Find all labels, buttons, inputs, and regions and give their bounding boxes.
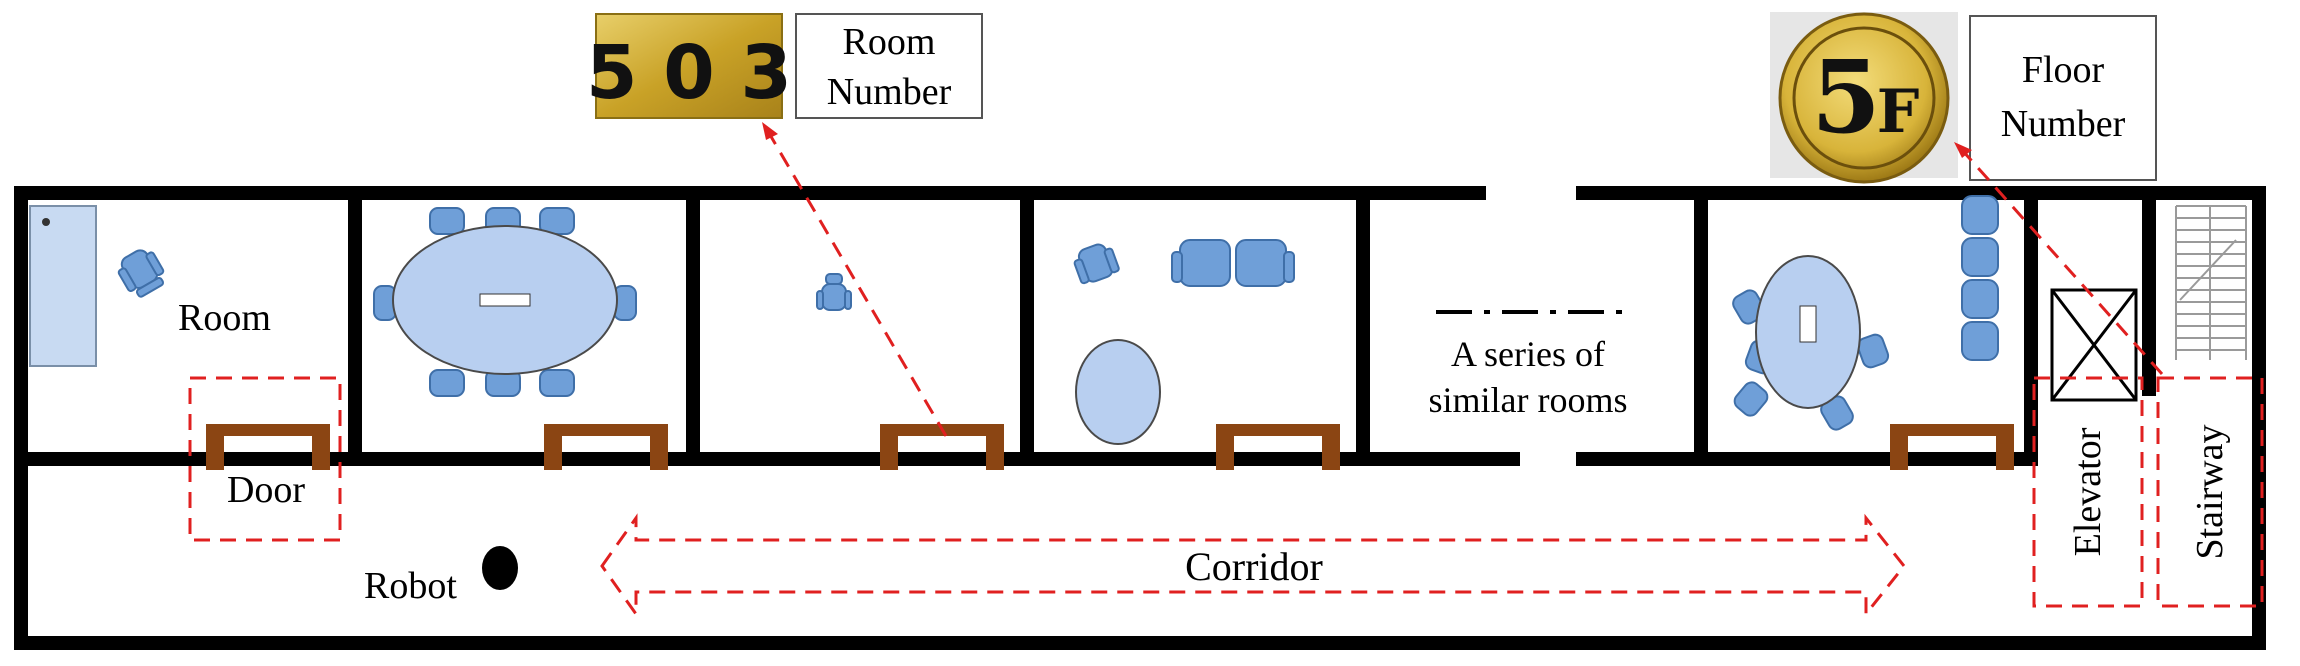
door-label: Door xyxy=(227,469,305,511)
room-label: Room xyxy=(178,297,271,339)
chair-icon xyxy=(117,249,165,298)
floor-number-label-2: Number xyxy=(2001,103,2126,145)
elevator-shaft xyxy=(2050,288,2138,402)
room-number-label-2: Number xyxy=(827,71,952,113)
door-4 xyxy=(1216,424,1340,470)
robot-icon xyxy=(482,546,518,590)
elevator-label: Elevator xyxy=(2067,427,2109,556)
doors xyxy=(206,424,2014,470)
series-of-rooms: A series of similar rooms xyxy=(1429,310,1628,420)
stairway-label: Stairway xyxy=(2189,424,2231,559)
floor-number-callout xyxy=(1969,15,2157,181)
round-table xyxy=(1075,339,1161,445)
room-number-callout xyxy=(795,13,983,119)
door-1 xyxy=(206,424,330,470)
stairway-highlight-box xyxy=(2156,376,2264,608)
floor-plate-digit: 5 xyxy=(1811,38,1881,156)
robot: Robot xyxy=(364,546,518,607)
room-4 xyxy=(1073,239,1295,445)
stairway xyxy=(2175,205,2247,360)
chair-icon xyxy=(1073,243,1120,285)
sofa xyxy=(1171,239,1295,287)
room-2 xyxy=(373,207,637,397)
corridor-arrow: Corridor xyxy=(600,513,1906,619)
walls xyxy=(14,186,2266,650)
corridor-label: Corridor xyxy=(1185,544,1323,589)
floor-number-plate: 5 F xyxy=(1770,12,1958,184)
floor-plate-letter: F xyxy=(1877,77,1920,147)
chair-icon xyxy=(816,273,852,311)
chair-column xyxy=(1961,195,1999,361)
chair-row-bottom xyxy=(429,369,575,397)
door-5 xyxy=(1890,424,2014,470)
room-1: Room xyxy=(29,205,271,367)
series-label-line1: A series of xyxy=(1451,334,1605,374)
room-number-label-1: Room xyxy=(843,21,936,63)
room-number-pointer xyxy=(764,127,948,437)
room-3 xyxy=(816,273,852,311)
floor-number-label-1: Floor xyxy=(2022,49,2105,91)
elevator-highlight-box xyxy=(2032,376,2144,608)
robot-label: Robot xyxy=(364,565,457,607)
room-5 xyxy=(1732,195,1999,431)
door-2 xyxy=(544,424,668,470)
room-plate-text: 5 0 3 xyxy=(586,30,792,116)
series-label-line2: similar rooms xyxy=(1429,380,1628,420)
room-number-plate: 5 0 3 xyxy=(586,13,792,119)
desk xyxy=(29,205,97,367)
